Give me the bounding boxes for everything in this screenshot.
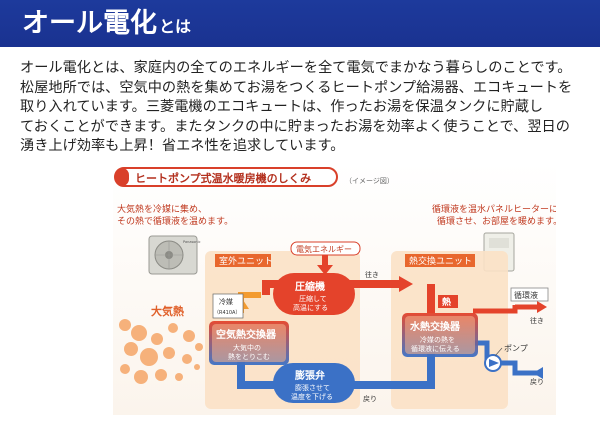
left-caption-line-1: 大気熱を冷媒に集め、 xyxy=(117,203,207,215)
electric-energy-label: 電気エネルギー xyxy=(296,244,352,254)
valve-title: 膨張弁 xyxy=(295,369,325,382)
refrigerant-sub-label: （R410A） xyxy=(214,310,240,316)
intro-line: 松屋地所では、空気中の熱を集めてお湯をつくるヒートポンプ給湯器、エコキュートを xyxy=(20,79,573,96)
air-hx-desc-line-1: 大気中の xyxy=(233,343,261,352)
valve-desc-line-1: 膨張させて xyxy=(295,383,330,392)
page-title-suffix: とは xyxy=(159,17,192,36)
page-title-main: オール電化 xyxy=(22,8,157,39)
outdoor-unit-tag xyxy=(215,254,271,267)
pump-label: ポンプ xyxy=(504,344,528,353)
heat-pump-diagram: ヒートポンプ式温水暖房機のしくみ （イメージ図） 大気熱を冷媒に集め、 その熱で… xyxy=(113,163,556,415)
refrigerant-return-label: 戻り xyxy=(363,394,377,403)
outdoor-brand-label: Panasonic xyxy=(183,240,201,244)
heat-badge xyxy=(438,295,458,308)
left-caption-line-2: その熱で循環液を温めます。 xyxy=(117,215,233,227)
hot-refrigerant-pipe-top xyxy=(262,280,404,295)
water-hx-title: 水熱交換器 xyxy=(409,320,461,333)
refrigerant-go-label: 往き xyxy=(365,270,379,279)
image-note: （イメージ図） xyxy=(345,177,394,185)
compressor-node xyxy=(273,273,355,315)
diagram-title: ヒートポンプ式温水暖房機のしくみ xyxy=(135,171,311,185)
fluid-return-label: 戻り xyxy=(530,377,544,386)
right-caption-line-1: 循環液を温水パネルヒーターに xyxy=(432,203,556,215)
circulating-fluid-label: 循環液 xyxy=(514,290,538,300)
valve-desc-line-2: 温度を下げる xyxy=(291,392,333,401)
diagram-title-tab xyxy=(115,168,129,186)
water-hx-desc-line-2: 循環液に伝える xyxy=(411,344,460,353)
outdoor-unit-picture: Panasonic xyxy=(148,235,201,275)
page-header: オール電化とは xyxy=(0,0,600,47)
air-hx-desc-line-2: 熱をとりこむ xyxy=(228,352,270,361)
intro-text: オール電化とは、家庭内の全てのエネルギーを全て電気でまかなう暮らしのことです。 … xyxy=(20,59,592,157)
water-hx-desc-line-1: 冷媒の熱を xyxy=(420,335,455,344)
fluid-go-label: 往き xyxy=(530,316,544,325)
refrigerant-tag xyxy=(212,293,244,319)
refrigerant-label: 冷媒 xyxy=(219,297,233,306)
right-caption-line-2: 循環させ、お部屋を暖めます。 xyxy=(437,215,556,227)
atmospheric-heat-label: 大気熱 xyxy=(151,304,184,318)
air-hx-title: 空気熱交換器 xyxy=(216,328,277,341)
diagram-svg: ヒートポンプ式温水暖房機のしくみ （イメージ図） 大気熱を冷媒に集め、 その熱で… xyxy=(113,163,556,415)
intro-line: ておくことができます。またタンクの中に貯まったお湯を効率よく使うことで、翌日の xyxy=(20,118,570,135)
compressor-title: 圧縮機 xyxy=(295,280,325,293)
circulating-fluid-badge xyxy=(510,287,549,302)
indoor-unit-label: 熱交換ユニット xyxy=(409,255,472,267)
compressor-desc-line-2: 高温にする xyxy=(293,303,328,312)
indoor-unit-tag xyxy=(405,254,475,267)
atmospheric-heat-dots xyxy=(119,319,203,384)
page-title: オール電化とは xyxy=(22,6,191,45)
compressor-desc-line-1: 圧縮して xyxy=(299,294,327,303)
outdoor-unit-label: 室外ユニット xyxy=(219,255,273,267)
intro-line: 湧き上げ効率も上昇！省エネ性を追求しています。 xyxy=(20,138,345,154)
heat-label: 熱 xyxy=(442,296,451,308)
intro-line: 取り入れています。三菱電機のエコキュートは、作ったお湯を保温タンクに貯蔵し xyxy=(20,99,544,115)
expansion-valve-node xyxy=(273,363,355,403)
intro-line: オール電化とは、家庭内の全てのエネルギーを全て電気でまかなう暮らしのことです。 xyxy=(20,60,572,76)
